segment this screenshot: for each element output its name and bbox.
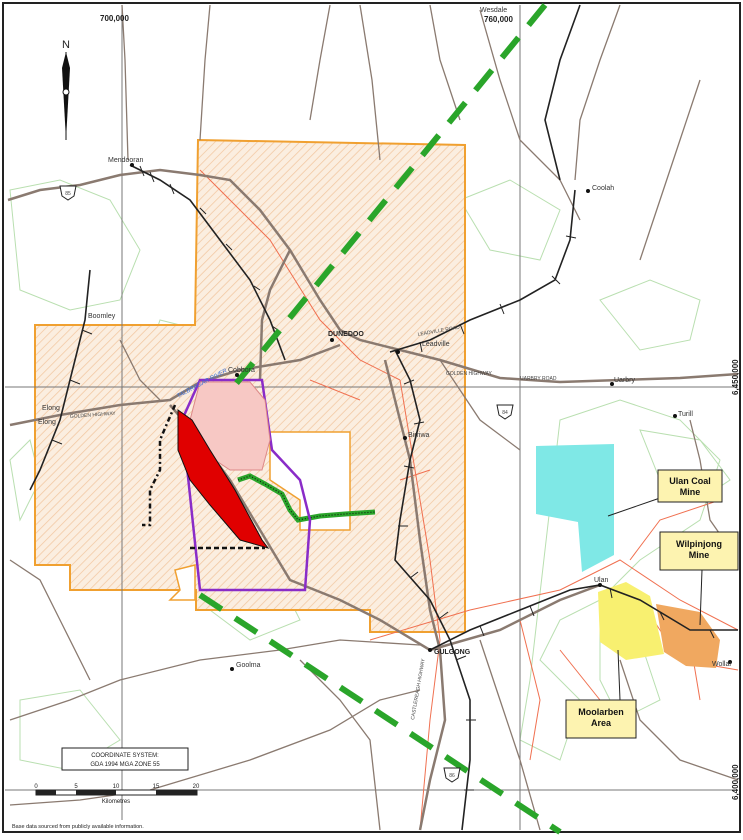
route-shield-86: 86 — [443, 767, 461, 783]
town-uarbry: Uarbry — [614, 377, 636, 384]
grid-label-760000: 760,000 — [484, 15, 513, 24]
scale-tick-5: 5 — [74, 784, 78, 790]
secondary-roads — [9, 4, 739, 831]
scale-unit: Kilometres — [102, 799, 130, 805]
open-cut-area[interactable] — [177, 409, 270, 549]
callout-line-b: Mine — [680, 487, 701, 497]
main-roads — [7, 168, 739, 831]
callout-line-b: Area — [591, 718, 612, 728]
grid-label-6450000: 6,450,000 — [731, 359, 740, 395]
north-arrow: N — [62, 39, 70, 140]
callout-line-a: Wilpinjong — [676, 539, 722, 549]
svg-text:86: 86 — [449, 773, 455, 779]
rail-spur-west — [142, 404, 177, 527]
callout-line-a: Moolarben — [578, 707, 624, 717]
town-wesdale: Wesdale — [480, 7, 507, 14]
coord-line1: COORDINATE SYSTEM: — [91, 753, 159, 759]
town-mendooran: Mendooran — [108, 157, 144, 164]
town-elong-1: Elong — [42, 405, 60, 412]
coordinate-system-box: COORDINATE SYSTEM: GDA 1994 MGA ZONE 55 — [61, 747, 189, 771]
town-boomley: Boomley — [88, 313, 116, 320]
ulan-coal-mine-area[interactable] — [536, 444, 614, 572]
railway-ticks — [51, 165, 715, 791]
excluded-area — [269, 431, 351, 531]
coord-line2: GDA 1994 MGA ZONE 55 — [90, 762, 160, 768]
scale-tick-0: 0 — [34, 784, 38, 790]
town-ulan: Ulan — [594, 577, 609, 584]
power-lines — [199, 169, 739, 831]
green-dashed-line-south — [198, 592, 562, 835]
town-leadville: Leadville — [422, 341, 450, 348]
callout-line-a: Ulan Coal — [669, 476, 711, 486]
exploration-notch — [168, 564, 196, 601]
town-turill: Turill — [678, 411, 693, 418]
grid-label-6400000: 6,400,000 — [731, 764, 740, 800]
road-uarbry: UARBRY ROAD — [520, 376, 557, 382]
town-dunedoo: DUNEDOO — [328, 331, 364, 338]
town-goolma: Goolma — [236, 662, 261, 669]
grid-label-700000: 700,000 — [100, 14, 129, 23]
moolarben-area[interactable] — [598, 582, 664, 660]
scale-tick-20: 20 — [193, 784, 200, 790]
north-label: N — [62, 39, 70, 51]
scale-tick-15: 15 — [153, 784, 160, 790]
svg-text:85: 85 — [65, 191, 71, 197]
road-golden-hwy-east: GOLDEN HIGHWAY — [446, 371, 493, 377]
conveyor-dots — [237, 475, 376, 521]
town-cobbora: Cobbora — [228, 367, 255, 374]
footnote-bg — [8, 820, 248, 830]
scale-tick-10: 10 — [113, 784, 120, 790]
town-birriwa: Birriwa — [408, 432, 429, 439]
town-coolah: Coolah — [592, 185, 614, 192]
svg-text:84: 84 — [502, 410, 508, 416]
scale-bar: 0 5 10 15 20 Kilometres — [34, 784, 200, 805]
town-elong-2: Elong — [38, 419, 56, 426]
town-gulgong: GULGONG — [434, 649, 471, 656]
footnote: Base data sourced from publicly availabl… — [12, 824, 144, 830]
route-shield-85: 85 — [59, 185, 77, 201]
town-wollar: Wollar — [712, 661, 732, 668]
route-shield-84: 84 — [496, 404, 514, 420]
town-points — [130, 163, 732, 671]
callout-line-b: Mine — [689, 550, 710, 560]
road-golden-hwy-west: GOLDEN HIGHWAY — [70, 411, 117, 420]
